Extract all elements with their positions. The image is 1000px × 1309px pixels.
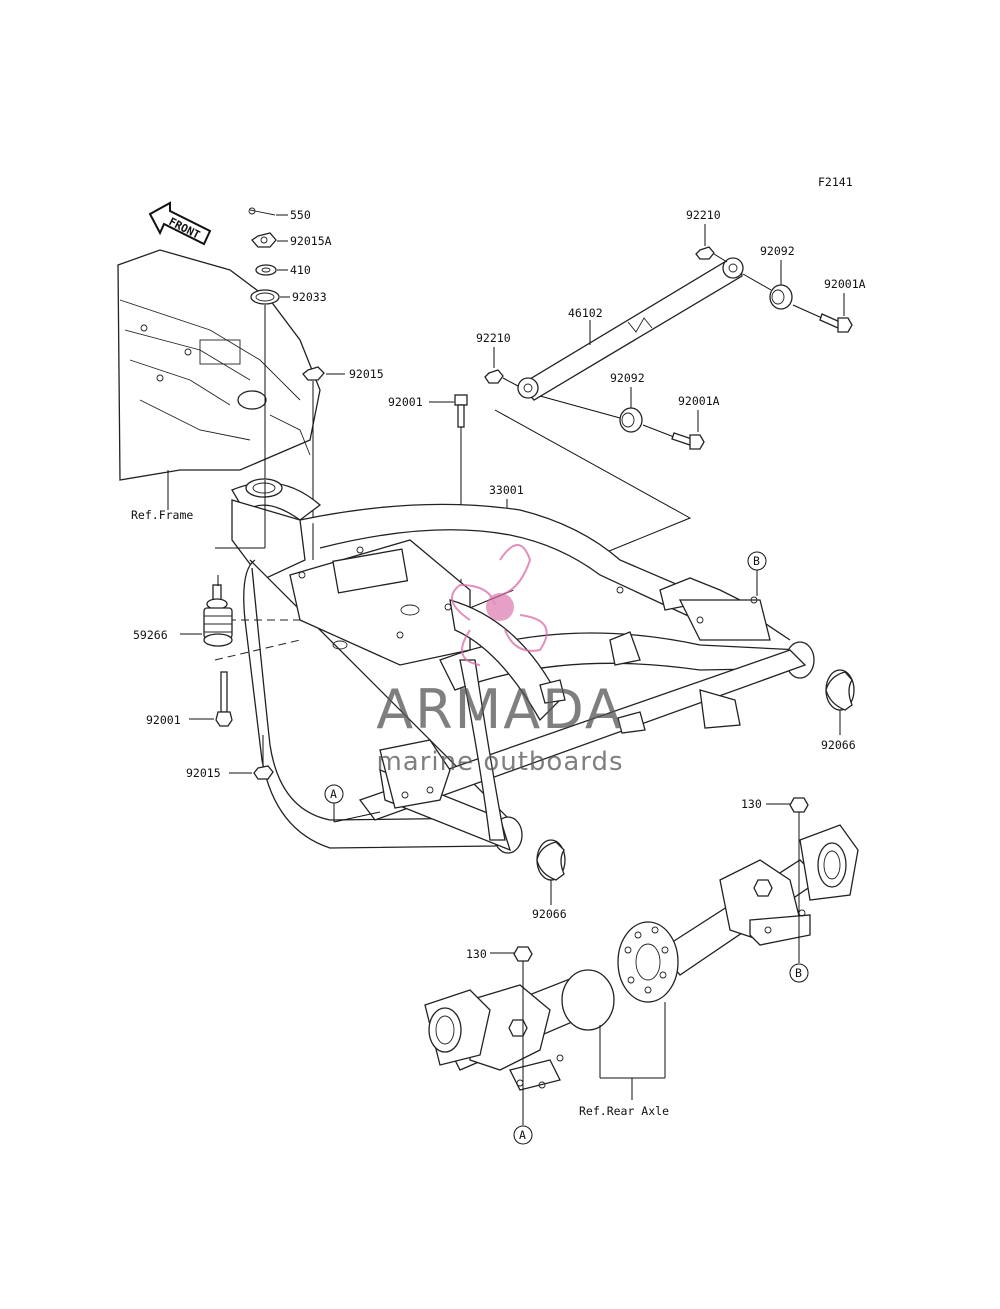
ref-rear-axle: Ref.Rear Axle — [579, 1002, 669, 1118]
part-92092-right: 92092 — [742, 244, 795, 310]
label-410: 410 — [290, 263, 311, 277]
marker-a-lower-label: A — [519, 1128, 526, 1142]
label-92210-left: 92210 — [476, 331, 511, 345]
part-92092-left: 92092 — [539, 371, 645, 433]
label-92015a: 92015A — [290, 234, 332, 248]
label-92015-bottom: 92015 — [186, 766, 221, 780]
part-92210-left: 92210 — [476, 331, 519, 387]
label-33001: 33001 — [489, 483, 524, 497]
label-92001a-right: 92001A — [824, 277, 866, 291]
label-130-left: 130 — [466, 947, 487, 961]
part-92001-left: 92001 — [146, 671, 233, 727]
label-130-right: 130 — [741, 797, 762, 811]
part-92015-bottom: 92015 — [186, 765, 274, 780]
part-92033: 92033 — [250, 289, 327, 305]
front-arrow: FRONT — [148, 201, 212, 246]
label-46102: 46102 — [568, 306, 603, 320]
part-550: 550 — [248, 207, 311, 222]
part-46102-rod: 46102 — [517, 257, 744, 401]
label-59266: 59266 — [133, 628, 168, 642]
part-92001a-left: 92001A — [642, 394, 720, 450]
marker-b-lower-label: B — [795, 966, 802, 980]
label-92001-left: 92001 — [146, 713, 181, 727]
part-410: 410 — [255, 263, 311, 277]
label-92066-right: 92066 — [821, 738, 856, 752]
marker-b-lower: B — [789, 930, 809, 983]
part-92015a: 92015A — [251, 232, 332, 248]
figure-code: F2141 — [818, 175, 853, 189]
marker-b-upper: B — [747, 551, 767, 596]
ref-frame-label: Ref.Frame — [131, 508, 193, 522]
part-92001a-right: 92001A — [792, 277, 866, 333]
part-92210-right: 92210 — [686, 208, 728, 263]
label-550: 550 — [290, 208, 311, 222]
marker-b-upper-label: B — [753, 554, 760, 568]
label-92015-top: 92015 — [349, 367, 384, 381]
label-92001a-left: 92001A — [678, 394, 720, 408]
propeller-logo — [451, 544, 548, 666]
part-59266: 59266 — [133, 575, 233, 647]
marker-a-upper-label: A — [330, 787, 337, 801]
rear-axle-left — [424, 969, 615, 1091]
part-92015-top: 92015 — [302, 366, 384, 560]
armada-watermark: ARMADA marine outboards — [376, 544, 624, 777]
ref-frame-drawing: Ref.Frame — [117, 249, 321, 522]
label-92033: 92033 — [292, 290, 327, 304]
label-92001-mid: 92001 — [388, 395, 423, 409]
part-33001-swingarm: 33001 — [231, 478, 815, 854]
watermark-tagline: marine outboards — [376, 747, 623, 777]
marker-a-lower: A — [513, 1125, 533, 1145]
part-92066-bottom: 92066 — [532, 839, 567, 921]
label-92092-right: 92092 — [760, 244, 795, 258]
rear-axle-right — [617, 824, 859, 1003]
marker-a-upper: A — [324, 784, 381, 823]
watermark-brand: ARMADA — [376, 678, 624, 741]
propeller-hub — [486, 593, 514, 621]
ref-rear-axle-label: Ref.Rear Axle — [579, 1104, 669, 1118]
label-92210-right: 92210 — [686, 208, 721, 222]
label-92066-bottom: 92066 — [532, 907, 567, 921]
part-92066-right: 92066 — [821, 669, 856, 752]
part-130-left: 130 — [466, 946, 533, 1125]
label-92092-left: 92092 — [610, 371, 645, 385]
